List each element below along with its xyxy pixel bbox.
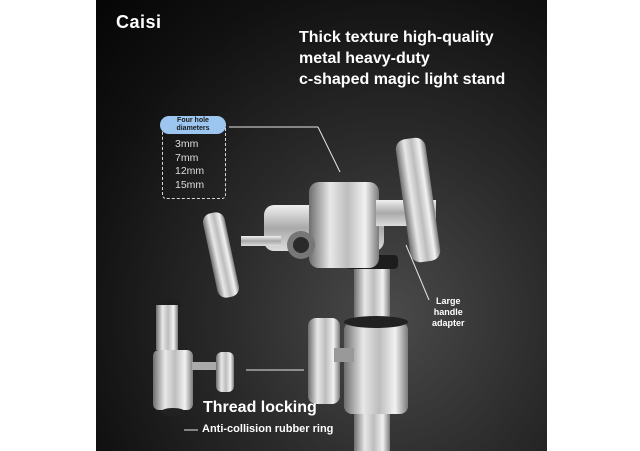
small-t-handle [202, 212, 240, 298]
lower-clamp [308, 316, 408, 414]
product-image-panel: Caisi Thick texture high-quality metal h… [96, 0, 547, 451]
headline-line-3: c-shaped magic light stand [299, 71, 506, 88]
headline: Thick texture high-quality metal heavy-d… [299, 27, 505, 90]
hole-size-item: 15mm [175, 178, 205, 191]
hole-size-item: 12mm [175, 165, 205, 177]
handle-label-line-3: adapter [432, 318, 465, 328]
brand-logo: Caisi [116, 12, 162, 32]
handle-adapter-label: Large handle adapter [432, 296, 465, 329]
headline-line-2: metal heavy-duty [299, 50, 430, 67]
rubber-ring-label: Anti-collision rubber ring [202, 423, 334, 435]
headline-line-1: Thick texture high-quality [299, 29, 494, 46]
thread-locking-label: Thread locking [203, 399, 317, 416]
handle-label-line-1: Large [436, 296, 461, 306]
hole-size-list: 3mm 7mm 12mm 15mm [175, 138, 204, 192]
handle-label-line-2: handle [433, 307, 463, 317]
badge-line-2: diameters [176, 125, 210, 132]
large-t-handle [395, 137, 441, 263]
hole-diameter-badge: Four hole diameters [160, 116, 226, 134]
light-stand-illustration [153, 126, 441, 451]
side-adapter [153, 299, 234, 416]
hole-size-item: 7mm [175, 151, 199, 164]
hole-size-item: 3mm [175, 138, 199, 150]
badge-line-1: Four hole [177, 117, 209, 124]
